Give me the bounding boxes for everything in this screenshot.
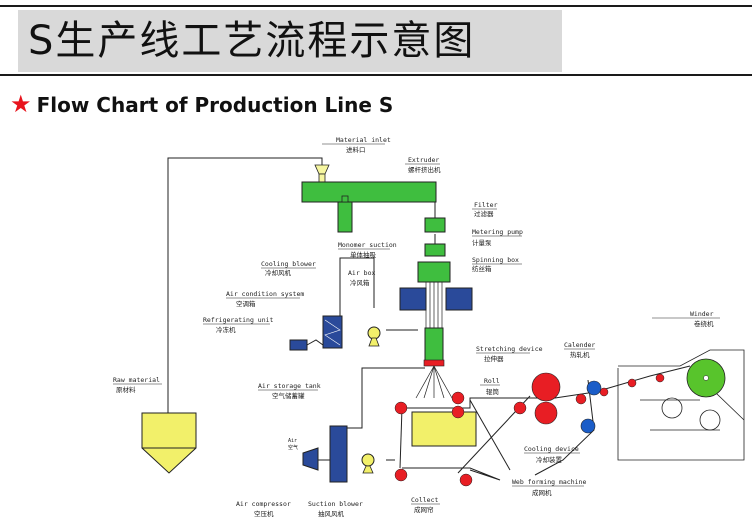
- label-air-storage-cn: 空气储蓄罐: [272, 391, 305, 400]
- label-air-box-en: Air box: [348, 269, 375, 277]
- label-raw-material-en: Raw material: [113, 376, 160, 384]
- air-storage-tank: [329, 425, 348, 483]
- label-stretching-cn: 拉伸器: [484, 354, 504, 363]
- label-air-condition-en: Air condition system: [226, 290, 304, 298]
- roll-9: [627, 378, 637, 388]
- star-icon: ★: [10, 90, 32, 118]
- label-calender-cn: 热轧机: [570, 350, 590, 359]
- forming-belt: [402, 365, 691, 409]
- label-web-forming-en: Web forming machine: [512, 478, 586, 486]
- label-monomer-suction-en: Monomer suction: [338, 241, 397, 249]
- calender-upper: [531, 372, 561, 402]
- cooling-blower: [367, 326, 381, 340]
- label-collect-en: Collect: [411, 496, 438, 504]
- label-metering-pump-cn: 计量泵: [472, 238, 492, 247]
- belt-cross-1: [469, 399, 511, 471]
- label-spinning-box-cn: 纺丝箱: [472, 264, 492, 273]
- label-metering-pump-en: Metering pump: [472, 228, 523, 236]
- roll-1: [394, 401, 408, 415]
- web-forming-machine: [411, 411, 477, 447]
- label-extruder-cn: 螺杆挤出机: [408, 165, 441, 174]
- belt-lower: [402, 467, 501, 481]
- label-cooling-blower-cn: 冷却风机: [265, 268, 292, 277]
- title-banner: S生产线工艺流程示意图: [0, 0, 752, 80]
- label-suction-blower-cn: 抽风风机: [318, 509, 345, 518]
- air-compressor: [302, 447, 319, 471]
- label-air-compressor-en: Air compressor: [236, 500, 291, 508]
- filaments: [415, 282, 453, 399]
- label-winder-en: Winder: [690, 310, 714, 318]
- label-air-cn: 空气: [288, 444, 298, 451]
- roll-10: [655, 373, 665, 383]
- label-raw-material-cn: 原材料: [116, 385, 136, 394]
- label-air-en: Air: [288, 438, 297, 444]
- refrigerant-line: [306, 339, 324, 346]
- label-winder-cn: 卷绕机: [694, 319, 714, 328]
- roll-2: [451, 391, 465, 405]
- raw-material-hopper: [141, 412, 197, 474]
- banner-bottom-rule: [0, 74, 752, 76]
- spinning-box: [417, 261, 451, 283]
- label-cooling-device-en: Cooling device: [524, 445, 579, 453]
- label-web-forming-cn: 成网机: [532, 488, 552, 497]
- refrigerating-unit: [289, 339, 308, 351]
- label-stretching-en: Stretching device: [476, 345, 543, 353]
- label-extruder-en: Extruder: [408, 156, 439, 164]
- metering-pump: [424, 243, 446, 257]
- label-filter-en: Filter: [474, 201, 498, 209]
- material-inlet: [314, 164, 330, 175]
- label-collect-cn: 成网帘: [414, 505, 434, 514]
- page-title: S生产线工艺流程示意图: [28, 18, 476, 64]
- air-condition-unit: [322, 315, 343, 349]
- filter: [424, 217, 446, 233]
- cooling-roll-1: [586, 380, 602, 396]
- cooling-air-line: [339, 257, 375, 333]
- label-suction-blower-en: Suction blower: [308, 500, 363, 508]
- title-box: [18, 10, 562, 72]
- roll-6: [459, 473, 473, 487]
- label-air-compressor-cn: 空压机: [254, 509, 274, 518]
- air-box-left: [399, 287, 427, 311]
- label-calender-en: Calender: [564, 341, 595, 349]
- subtitle-text: Flow Chart of Production Line S: [36, 93, 394, 117]
- roll-3: [451, 405, 465, 419]
- extruder: [301, 181, 437, 203]
- cooling-roll-2: [580, 418, 596, 434]
- label-spinning-box-en: Spinning box: [472, 256, 519, 264]
- banner-top-rule: [0, 5, 752, 7]
- suction-blower: [361, 453, 375, 467]
- stretch-air-line: [346, 367, 425, 429]
- feed-line: [167, 157, 323, 413]
- roll-7: [575, 393, 587, 405]
- belt-return: [399, 407, 403, 469]
- label-air-condition-cn: 空调箱: [236, 299, 256, 308]
- roll-5: [513, 401, 527, 415]
- label-cooling-blower-en: Cooling blower: [261, 260, 316, 268]
- stretching-device: [424, 327, 444, 363]
- process-diagram: Material inlet 进料口 Extruder 螺杆挤出机 Filter…: [113, 136, 745, 518]
- label-roll-en: Roll: [484, 377, 500, 385]
- label-air-storage-en: Air storage tank: [258, 382, 321, 390]
- roll-4: [394, 468, 408, 482]
- label-material-inlet-en: Material inlet: [336, 136, 391, 144]
- label-refrigerating-en: Refrigerating unit: [203, 316, 274, 324]
- label-cooling-device-cn: 冷却装置: [536, 455, 563, 464]
- subtitle: ★ Flow Chart of Production Line S: [10, 89, 393, 119]
- label-refrigerating-cn: 冷冻机: [216, 325, 236, 334]
- label-material-inlet-cn: 进料口: [346, 145, 366, 154]
- cooling-belt: [534, 379, 595, 476]
- leader-lines: [113, 143, 720, 505]
- label-filter-cn: 过滤器: [474, 209, 494, 218]
- air-box-right: [445, 287, 473, 311]
- label-air-box-cn: 冷风箱: [350, 278, 370, 287]
- winder-frame: [617, 349, 745, 461]
- label-roll-cn: 辊筒: [486, 387, 500, 396]
- label-monomer-suction-cn: 单体抽吸: [350, 250, 377, 259]
- calender-lower: [534, 401, 558, 425]
